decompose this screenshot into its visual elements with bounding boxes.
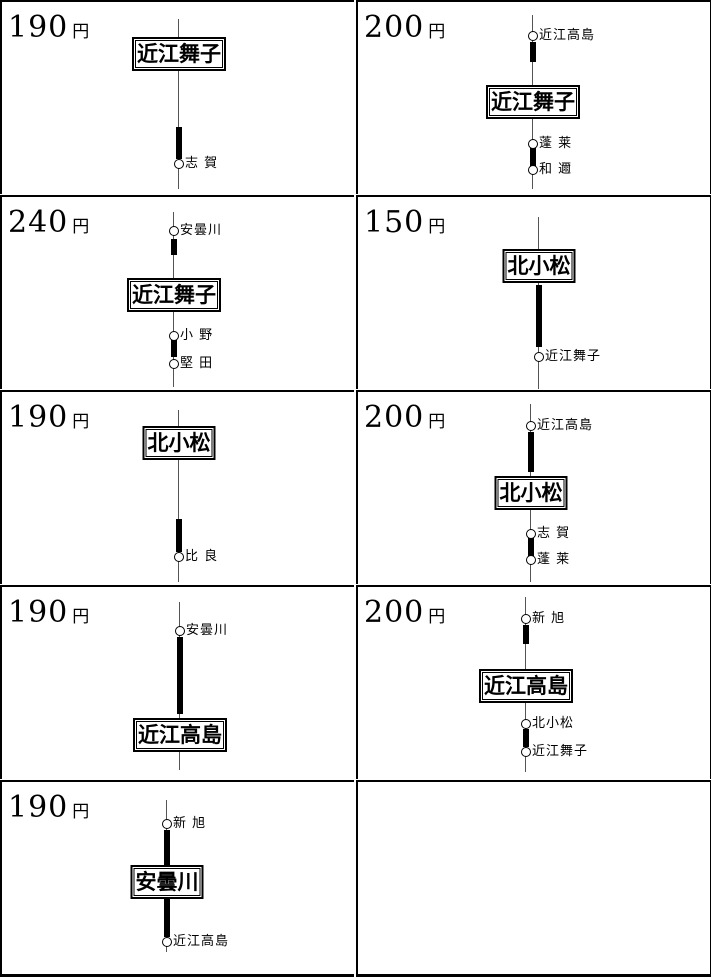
current-station-box: 北小松 xyxy=(142,426,216,460)
current-station-box: 北小松 xyxy=(494,476,568,510)
fare-segment xyxy=(175,519,182,552)
yen-unit: 円 xyxy=(72,22,90,42)
station-circle-icon xyxy=(527,165,538,175)
fare-segment xyxy=(522,729,529,747)
station-circle-icon xyxy=(520,614,531,624)
station-circle-icon xyxy=(520,719,531,729)
yen-unit: 円 xyxy=(72,802,90,822)
station-label: 安曇川 xyxy=(186,623,229,638)
fare-segment xyxy=(170,239,177,255)
yen-unit: 円 xyxy=(428,217,446,237)
station-circle-icon xyxy=(525,421,536,431)
fare-cell xyxy=(356,780,711,977)
fare-amount: 190 xyxy=(8,10,69,45)
station-label: 堅 田 xyxy=(180,356,214,371)
fare-amount: 190 xyxy=(8,595,69,630)
fare-segment xyxy=(522,625,529,644)
station-circle-icon xyxy=(520,747,531,757)
station-circle-icon xyxy=(173,552,184,562)
fare-segment xyxy=(535,285,542,347)
fare-segment xyxy=(170,339,177,357)
current-station-box: 近江高島 xyxy=(479,669,573,703)
station-label: 新 旭 xyxy=(532,611,566,626)
station-circle-icon xyxy=(168,226,179,236)
station-label: 和 邇 xyxy=(539,162,573,177)
station-label: 新 旭 xyxy=(173,816,207,831)
station-circle-icon xyxy=(168,331,179,341)
station-circle-icon xyxy=(527,139,538,149)
station-circle-icon xyxy=(525,529,536,539)
yen-unit: 円 xyxy=(428,607,446,627)
station-circle-icon xyxy=(161,819,172,829)
station-label: 志 賀 xyxy=(185,156,219,171)
rail-line xyxy=(178,410,179,582)
fare-amount: 190 xyxy=(8,400,69,435)
rail-line xyxy=(178,19,179,189)
current-station-box: 近江舞子 xyxy=(127,278,221,312)
station-circle-icon xyxy=(533,352,544,362)
current-station-box: 北小松 xyxy=(502,249,576,283)
yen-unit: 円 xyxy=(72,607,90,627)
yen-unit: 円 xyxy=(428,412,446,432)
current-station-box: 近江高島 xyxy=(133,718,227,752)
station-label: 近江高島 xyxy=(539,28,596,43)
station-label: 安曇川 xyxy=(180,223,223,238)
station-circle-icon xyxy=(161,937,172,947)
station-label: 比 良 xyxy=(185,549,219,564)
current-station-box: 近江舞子 xyxy=(132,37,226,71)
fare-segment xyxy=(163,899,170,937)
station-label: 蓬 莱 xyxy=(537,552,571,567)
fare-segment xyxy=(529,147,536,167)
yen-unit: 円 xyxy=(72,412,90,432)
station-circle-icon xyxy=(173,159,184,169)
station-label: 近江舞子 xyxy=(532,744,589,759)
station-label: 蓬 莱 xyxy=(539,136,573,151)
fare-segment xyxy=(529,42,536,62)
station-circle-icon xyxy=(527,31,538,41)
fare-segment xyxy=(527,537,534,557)
current-station-box: 安曇川 xyxy=(130,865,204,899)
fare-segment xyxy=(176,637,183,714)
station-label: 志 賀 xyxy=(537,526,571,541)
yen-unit: 円 xyxy=(72,217,90,237)
fare-segment xyxy=(175,127,182,159)
fare-segment xyxy=(163,830,170,867)
station-circle-icon xyxy=(168,359,179,369)
fare-segment xyxy=(527,432,534,472)
station-label: 小 野 xyxy=(180,328,214,343)
fare-amount: 190 xyxy=(8,790,69,825)
fare-amount: 200 xyxy=(364,10,425,45)
station-label: 近江舞子 xyxy=(545,349,602,364)
fare-amount: 200 xyxy=(364,400,425,435)
station-circle-icon xyxy=(525,555,536,565)
station-label: 北小松 xyxy=(532,716,575,731)
station-label: 近江高島 xyxy=(537,418,594,433)
current-station-box: 近江舞子 xyxy=(486,85,580,119)
fare-amount: 200 xyxy=(364,595,425,630)
fare-amount: 150 xyxy=(364,205,425,240)
fare-amount: 240 xyxy=(8,205,69,240)
yen-unit: 円 xyxy=(428,22,446,42)
station-label: 近江高島 xyxy=(173,934,230,949)
station-circle-icon xyxy=(174,626,185,636)
